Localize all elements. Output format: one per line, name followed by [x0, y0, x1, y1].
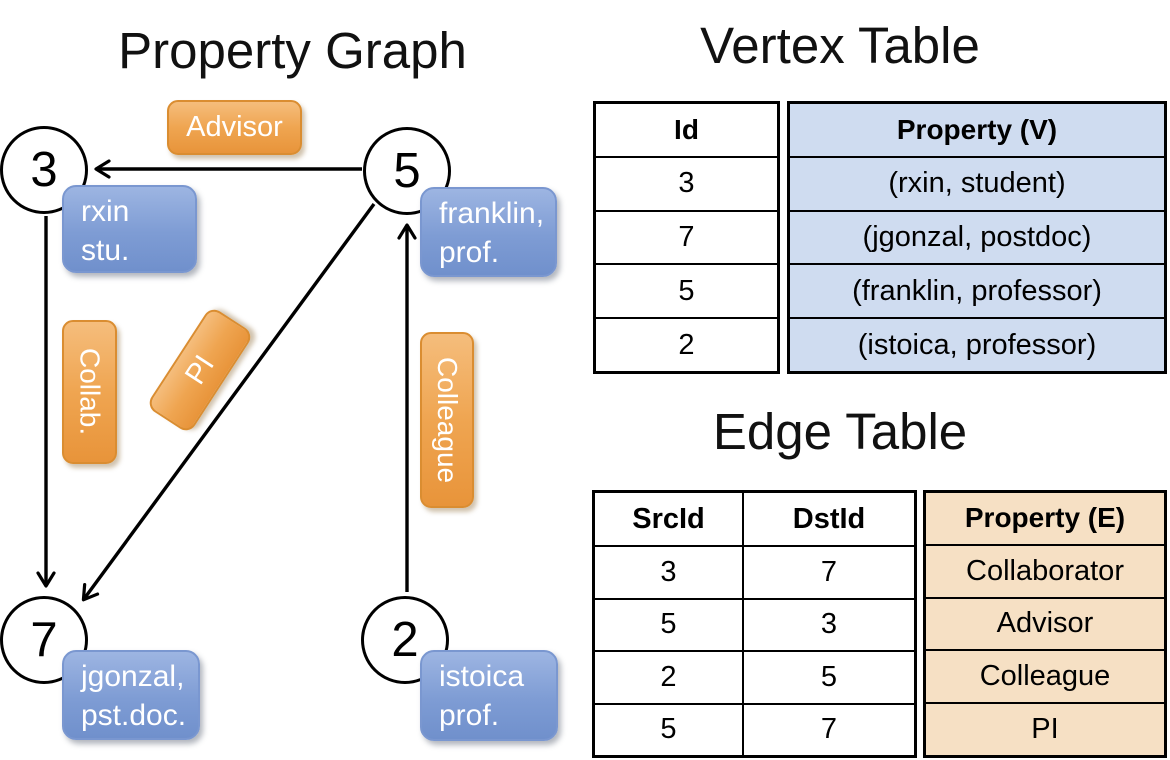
vertex-property-line: prof. [439, 236, 500, 269]
edge-row-property: PI [926, 702, 1164, 755]
vertex-property-box-3: rxin stu. [62, 185, 197, 273]
vertex-table-id-column: Id 3 7 5 2 [593, 101, 780, 374]
graph-title: Property Graph [118, 22, 467, 79]
vertex-row-property: (jgonzal, postdoc) [790, 209, 1164, 264]
edge-src-header: SrcId [632, 502, 705, 535]
edge-dst-header: DstId [742, 493, 914, 546]
vertex-row-id: 2 [596, 317, 777, 371]
vertex-id-header: Id [674, 113, 699, 145]
edge-row-dst: 7 [742, 545, 914, 598]
node-id-label: 3 [30, 143, 58, 197]
edge-table-src-dst-columns: SrcId DstId 3 7 5 3 2 5 5 7 [592, 490, 917, 758]
vertex-property-line: franklin, [439, 197, 545, 230]
vertex-row-id: 7 [596, 209, 777, 264]
edge-label-pi: PI [145, 305, 255, 435]
edge-row-dst: 3 [742, 597, 914, 651]
edge-label-text: Advisor [186, 111, 283, 143]
edge-property-header: Property (E) [964, 502, 1126, 534]
edge-label-text: PI [178, 349, 221, 390]
node-id-label: 7 [30, 613, 58, 667]
vertex-property-header: Property (V) [896, 113, 1058, 145]
edge-label-colleague: Colleague [420, 332, 474, 508]
vertex-row-property: (rxin, student) [790, 155, 1164, 210]
vertex-property-box-2: istoica prof. [420, 650, 558, 741]
vertex-table-title: Vertex Table [700, 17, 980, 74]
edge-label-text: Collab. [74, 348, 106, 436]
edge-row-dst: 5 [742, 650, 914, 703]
vertex-table: Id 3 7 5 2 Property (V) (rxin, student) … [593, 101, 1167, 374]
vertex-property-line: pst.doc. [81, 699, 187, 732]
edge-label-collab: Collab. [62, 320, 117, 464]
node-id-label: 5 [393, 144, 421, 198]
edge-row-dst: 7 [742, 702, 914, 755]
edge-table-property-column: Property (E) Collaborator Advisor Collea… [923, 490, 1167, 758]
edge-row-src: 5 [595, 702, 742, 755]
edge-row-src: 5 [595, 597, 742, 650]
vertex-row-id: 3 [596, 155, 777, 210]
vertex-property-box-5: franklin, prof. [420, 187, 557, 277]
edge-label-advisor: Advisor [167, 100, 302, 155]
edge-table-title: Edge Table [712, 403, 968, 460]
edge-row-property: Advisor [926, 596, 1164, 650]
graph-node-3: 3 [0, 126, 88, 214]
vertex-table-property-column: Property (V) (rxin, student) (jgonzal, p… [787, 101, 1167, 374]
edge-row-src: 2 [595, 650, 742, 702]
vertex-row-id: 5 [596, 263, 777, 317]
vertex-property-line: prof. [439, 699, 500, 732]
vertex-row-property: (istoica, professor) [790, 317, 1164, 371]
edge-label-text: Colleague [432, 356, 463, 484]
vertex-property-box-7: jgonzal, pst.doc. [62, 650, 200, 740]
vertex-property-line: rxin [81, 195, 130, 228]
vertex-row-property: (franklin, professor) [790, 263, 1164, 317]
edge-row-property: Colleague [926, 649, 1164, 702]
edge-row-src: 3 [595, 545, 742, 597]
edge-table: SrcId DstId 3 7 5 3 2 5 5 7 Property (E)… [592, 490, 1167, 758]
node-id-label: 2 [391, 613, 419, 667]
vertex-property-line: stu. [81, 234, 130, 267]
edge-row-property: Collaborator [926, 543, 1164, 597]
vertex-property-line: jgonzal, [81, 660, 185, 693]
vertex-property-line: istoica [439, 660, 525, 693]
